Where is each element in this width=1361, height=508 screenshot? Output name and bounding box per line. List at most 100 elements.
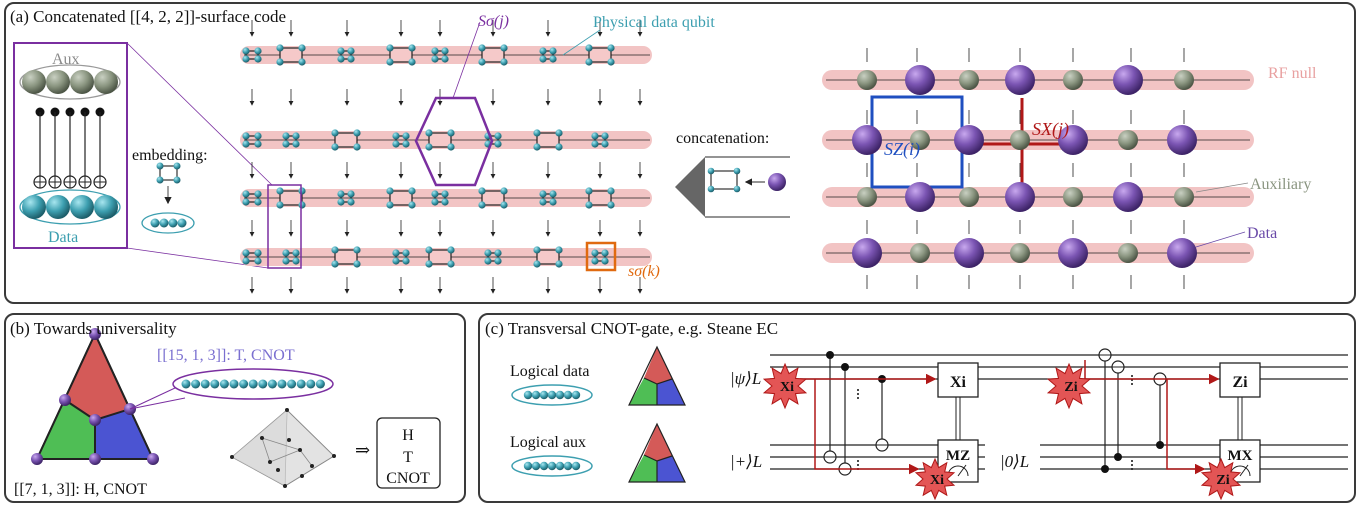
physical-qubit xyxy=(392,257,400,265)
auxiliary-qubit xyxy=(1118,130,1138,150)
physical-qubit xyxy=(353,246,361,254)
logical-ellipses xyxy=(511,384,593,477)
box-zi xyxy=(1219,362,1261,398)
zoom-line-top xyxy=(126,42,273,186)
aux-qubit xyxy=(46,70,70,94)
physical-qubit xyxy=(254,249,262,257)
physical-qubit xyxy=(181,379,191,389)
physical-qubit xyxy=(494,132,502,140)
physical-qubit xyxy=(555,246,563,254)
physical-qubit xyxy=(478,187,486,195)
physical-qubit xyxy=(254,190,262,198)
embedding-label: embedding: xyxy=(132,147,208,164)
physical-qubit xyxy=(298,58,306,66)
ellipsis-dot xyxy=(857,460,859,462)
physical-qubit xyxy=(242,257,250,265)
logical-aux-qubit xyxy=(531,461,541,471)
physical-qubit xyxy=(425,260,433,268)
logical-aux-qubit xyxy=(563,461,573,471)
plaquette xyxy=(591,249,609,265)
data-qubit xyxy=(954,125,984,155)
ellipsis-dot xyxy=(1131,383,1133,385)
physical-qubit xyxy=(539,190,547,198)
aux-qubit xyxy=(70,70,94,94)
physical-qubit xyxy=(402,249,410,257)
sx-label: SX(j) xyxy=(1032,119,1069,140)
physical-qubit xyxy=(607,187,615,195)
plaquette xyxy=(276,187,306,209)
psi-label: |ψ⟩L xyxy=(730,369,761,388)
data-qubit xyxy=(1058,238,1088,268)
auxiliary-qubit xyxy=(1063,70,1083,90)
physical-qubit xyxy=(347,47,355,55)
physical-qubit xyxy=(447,260,455,268)
error-star-zi-bottom xyxy=(1200,457,1242,501)
plaquette xyxy=(425,246,455,268)
auxiliary-qubit xyxy=(1174,70,1194,90)
concatenation-arrow xyxy=(675,156,790,218)
plaquette xyxy=(337,190,355,206)
tetra-vertex xyxy=(287,438,291,442)
aux-qubit xyxy=(94,70,118,94)
gate-t: T xyxy=(403,449,413,466)
physical-qubit xyxy=(353,143,361,151)
plaquette xyxy=(533,129,563,151)
data-qubit xyxy=(852,238,882,268)
data-qubit xyxy=(70,195,94,219)
star-xi-top: Xi xyxy=(780,380,794,395)
data-qubit xyxy=(1113,182,1143,212)
data-ellipse xyxy=(19,189,121,225)
physical-qubit xyxy=(607,201,615,209)
physical-qubit xyxy=(298,201,306,209)
star-zi-top: Zi xyxy=(1064,380,1077,395)
logical-aux-qubit xyxy=(539,461,549,471)
physical-qubit xyxy=(292,132,300,140)
physical-qubit xyxy=(402,140,410,148)
physical-qubit xyxy=(408,187,416,195)
ellipsis-dot xyxy=(857,389,859,391)
logical-aux-qubit xyxy=(547,461,557,471)
stabilizer-k-square xyxy=(585,241,617,272)
physical-qubit xyxy=(331,143,339,151)
star-xi-bottom: Xi xyxy=(930,473,944,488)
physical-qubit xyxy=(441,198,449,206)
physical-qubit xyxy=(219,379,229,389)
error-path xyxy=(814,379,920,475)
plus-label: |+⟩L xyxy=(730,452,762,471)
physical-qubit-label: Physical data qubit xyxy=(593,14,715,31)
physical-qubit xyxy=(601,249,609,257)
physical-qubit xyxy=(539,198,547,206)
physical-qubit xyxy=(229,379,239,389)
cnot-control xyxy=(1156,441,1164,449)
logical-data-qubit xyxy=(539,390,549,400)
plaquette xyxy=(392,132,410,148)
plaquette xyxy=(539,47,557,63)
tetra-vertex xyxy=(260,436,264,440)
tetra-vertex xyxy=(230,455,234,459)
auxiliary-qubit xyxy=(1174,187,1194,207)
physical-qubit xyxy=(591,132,599,140)
plaquette xyxy=(337,47,355,63)
zero-label: |0⟩L xyxy=(1000,452,1029,471)
physical-qubit xyxy=(555,143,563,151)
physical-qubit xyxy=(533,246,541,254)
physical-qubit xyxy=(254,47,262,55)
error-star-zi-top xyxy=(1046,362,1092,410)
logical-data-qubit xyxy=(563,390,573,400)
physical-qubit xyxy=(239,379,249,389)
physical-qubit xyxy=(331,129,339,137)
logical-data-qubit xyxy=(531,390,541,400)
meter-needle xyxy=(957,464,967,477)
physical-qubit xyxy=(242,140,250,148)
physical-qubit xyxy=(431,55,439,63)
ellipsis-dot xyxy=(1131,375,1133,377)
physical-qubit xyxy=(549,47,557,55)
physical-qubit xyxy=(276,187,284,195)
physical-qubit xyxy=(282,140,290,148)
physical-qubit xyxy=(500,44,508,52)
data-qubit xyxy=(94,195,118,219)
plaquette xyxy=(478,44,508,66)
physical-qubit xyxy=(607,58,615,66)
physical-qubit xyxy=(392,249,400,257)
physical-qubit xyxy=(539,55,547,63)
